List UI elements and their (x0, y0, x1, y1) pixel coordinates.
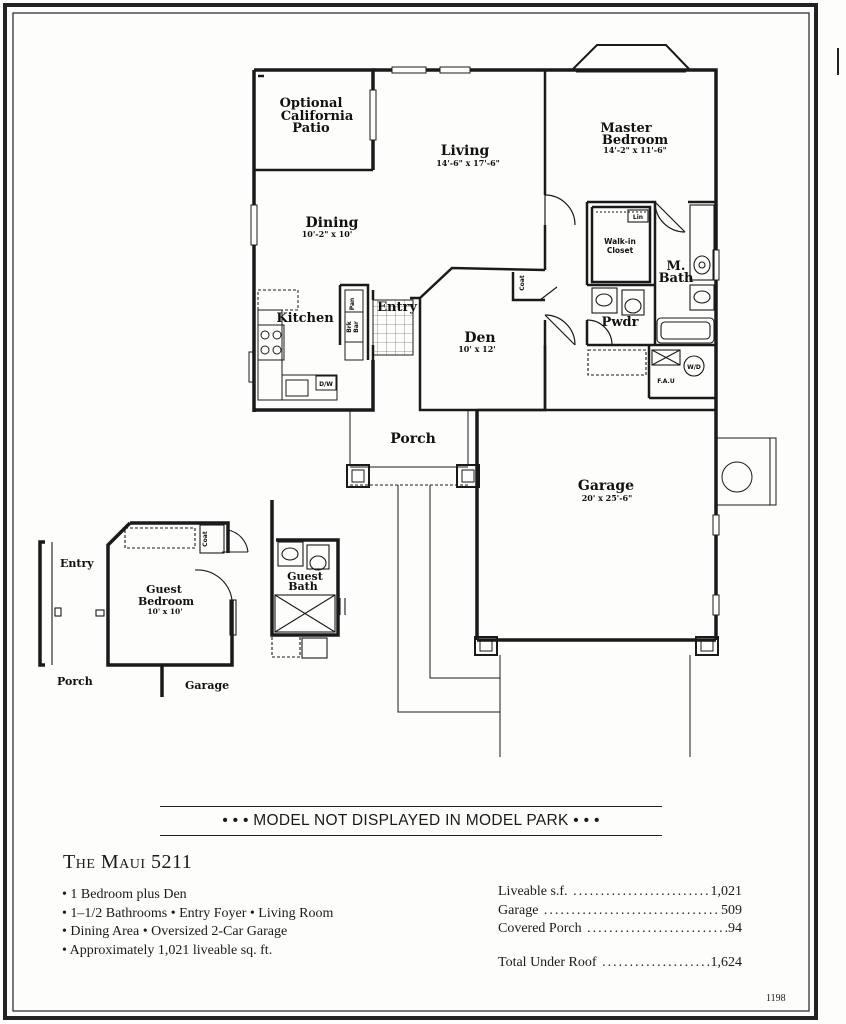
svg-text:Bedroom: Bedroom (602, 133, 669, 148)
stat-value: 94 (728, 921, 742, 936)
pwdr-label: Pwdr (602, 315, 639, 330)
side-entry-label: Entry (60, 557, 94, 570)
bath-fixtures (587, 204, 715, 377)
mbath-label: M. (667, 259, 686, 274)
interior-walls (254, 70, 716, 412)
garage-dim: 20' x 25'-6" (582, 493, 633, 503)
guest-bedroom-label: Guest (146, 583, 183, 596)
guest-suite-details (51, 524, 346, 665)
model-title: The Maui 5211 (63, 851, 193, 873)
garage-label: Garage (578, 478, 634, 494)
svg-text:Coat: Coat (202, 531, 209, 547)
svg-text:Pan: Pan (349, 298, 356, 311)
dining-dim: 10'-2" x 10' (302, 229, 353, 239)
living-dim: 14'-6" x 17'-6" (436, 158, 500, 168)
svg-text:Bath: Bath (288, 580, 318, 593)
kitchen-fixtures (248, 289, 364, 401)
feature-list: • 1 Bedroom plus Den • 1–1/2 Bathrooms •… (62, 886, 333, 960)
page-number: 1198 (766, 993, 786, 1004)
svg-text:W/D: W/D (687, 364, 701, 371)
stat-value: 509 (721, 902, 742, 918)
page-frame (3, 3, 818, 1020)
stat-leader: ........................................… (573, 884, 711, 899)
walkin-label: Walk-in (604, 237, 636, 246)
guest-bedroom-dim: 10' x 10' (147, 607, 182, 616)
master-label: Master (600, 121, 651, 136)
porch-label: Porch (390, 431, 436, 447)
stat-label: Garage (498, 902, 539, 918)
den-label: Den (464, 330, 495, 346)
side-porch-label: Porch (57, 675, 93, 688)
stat-leader: ........................................… (602, 954, 710, 970)
guest-suite-walls (38, 500, 340, 697)
feature-item: • Approximately 1,021 liveable sq. ft. (62, 942, 273, 958)
side-garage-label: Garage (185, 679, 229, 692)
room-labels: Optional California Patio Living 14'-6" … (57, 96, 694, 692)
patio-label: Optional (280, 96, 343, 111)
stat-label: Total Under Roof (498, 954, 597, 970)
fixture-labels: Coat Coat Lin W/D F.A.U D/W Pan Brk Bar (202, 214, 701, 547)
stat-label: Covered Porch (498, 921, 582, 936)
den-dim: 10' x 12' (458, 344, 496, 354)
dining-label: Dining (306, 215, 359, 231)
feature-item: • 1–1/2 Bathrooms • Entry Foyer • Living… (62, 905, 334, 921)
svg-text:California: California (281, 109, 354, 124)
stat-row-liveable: Liveable s.f. ..........................… (498, 883, 742, 902)
entry-label: Entry (377, 300, 417, 315)
svg-text:Closet: Closet (607, 246, 634, 255)
model-park-banner: • • • MODEL NOT DISPLAYED IN MODEL PARK … (160, 806, 662, 836)
feature-item: • 1 Bedroom plus Den (62, 887, 187, 902)
doors (513, 194, 686, 346)
stat-label: Liveable s.f. (498, 884, 568, 899)
svg-text:Bath: Bath (659, 271, 694, 286)
square-footage-table: Liveable s.f. ..........................… (498, 883, 742, 972)
stat-value: 1,624 (710, 954, 743, 970)
svg-text:D/W: D/W (319, 381, 333, 388)
svg-text:Bedroom: Bedroom (138, 595, 194, 608)
svg-text:Brk: Brk (346, 320, 353, 333)
master-dim: 14'-2" x 11'-6" (603, 145, 667, 155)
windows (250, 66, 720, 616)
stat-row-garage: Garage .................................… (498, 902, 742, 921)
guest-bath-label: Guest (287, 570, 324, 583)
stat-row-porch: Covered Porch ..........................… (498, 920, 742, 939)
stat-leader: ........................................… (587, 921, 728, 936)
stat-leader: ........................................… (543, 902, 721, 918)
svg-text:Lin: Lin (633, 214, 643, 221)
porch-structure (346, 410, 777, 757)
svg-text:Coat: Coat (519, 275, 526, 291)
bay-window (571, 44, 691, 71)
svg-text:Bar: Bar (353, 321, 360, 333)
svg-text:Patio: Patio (292, 121, 330, 136)
stat-value: 1,021 (710, 884, 743, 899)
feature-item: • Dining Area • Oversized 2-Car Garage (62, 924, 288, 939)
stat-row-total: Total Under Roof .......................… (498, 954, 742, 973)
kitchen-label: Kitchen (276, 311, 334, 326)
living-label: Living (441, 143, 490, 159)
svg-text:F.A.U: F.A.U (657, 378, 675, 385)
entry-tile (372, 299, 414, 356)
